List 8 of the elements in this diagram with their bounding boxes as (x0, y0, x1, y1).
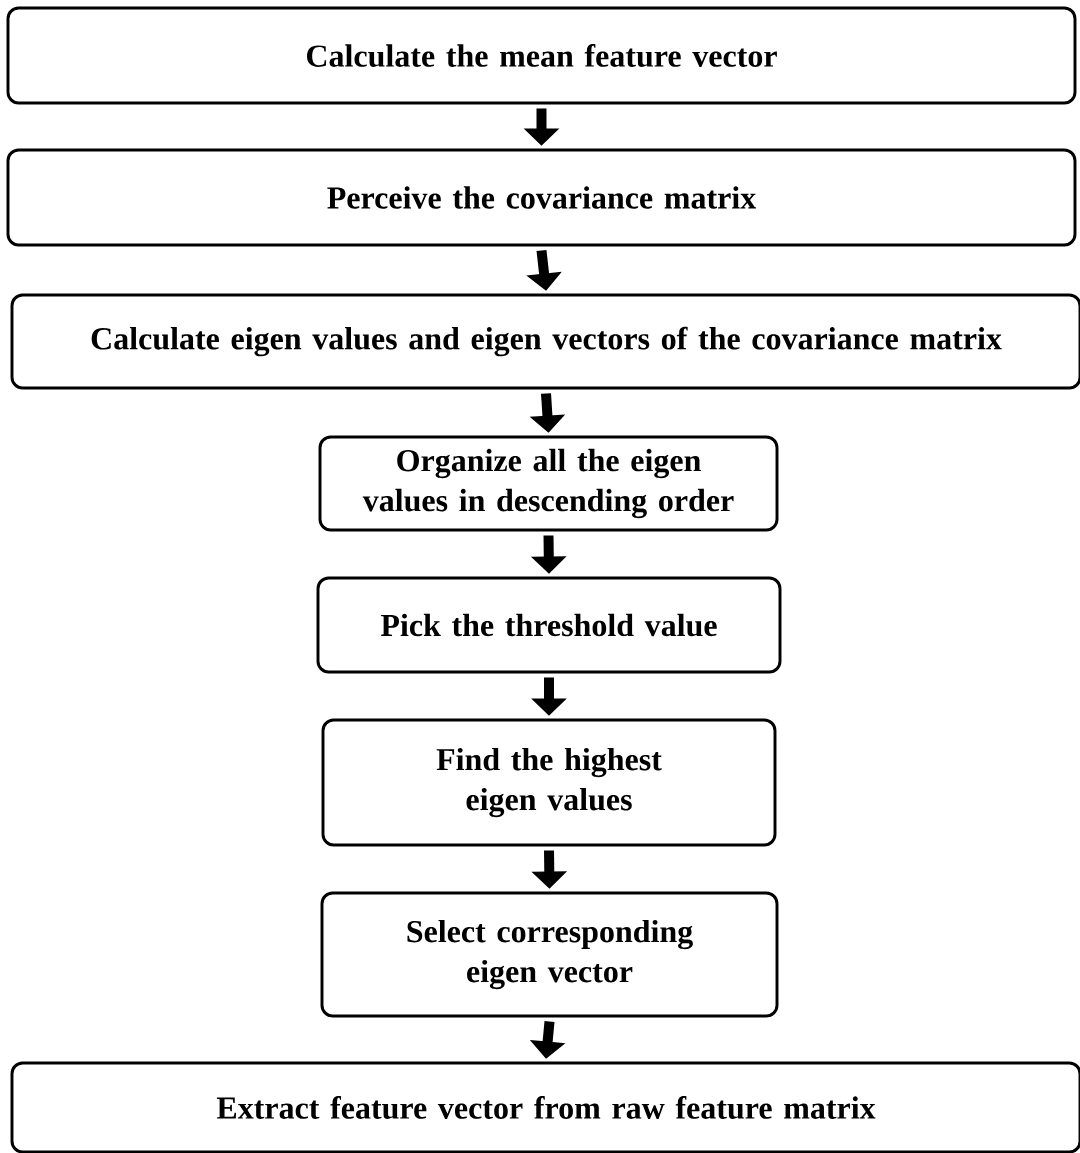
process-box: Organize all the eigen values in descending order (318, 435, 779, 532)
process-box: Calculate the mean feature vector (6, 6, 1077, 105)
process-box: Perceive the covariance matrix (6, 148, 1077, 247)
process-box: Extract feature vector from raw feature matrix (10, 1061, 1080, 1153)
process-box: Find the highest eigen values (321, 718, 777, 847)
process-box: Select corresponding eigen vector (320, 891, 779, 1018)
process-box: Pick the threshold value (316, 576, 782, 674)
process-box: Calculate eigen values and eigen vectors of the covariance matrix (10, 293, 1080, 390)
